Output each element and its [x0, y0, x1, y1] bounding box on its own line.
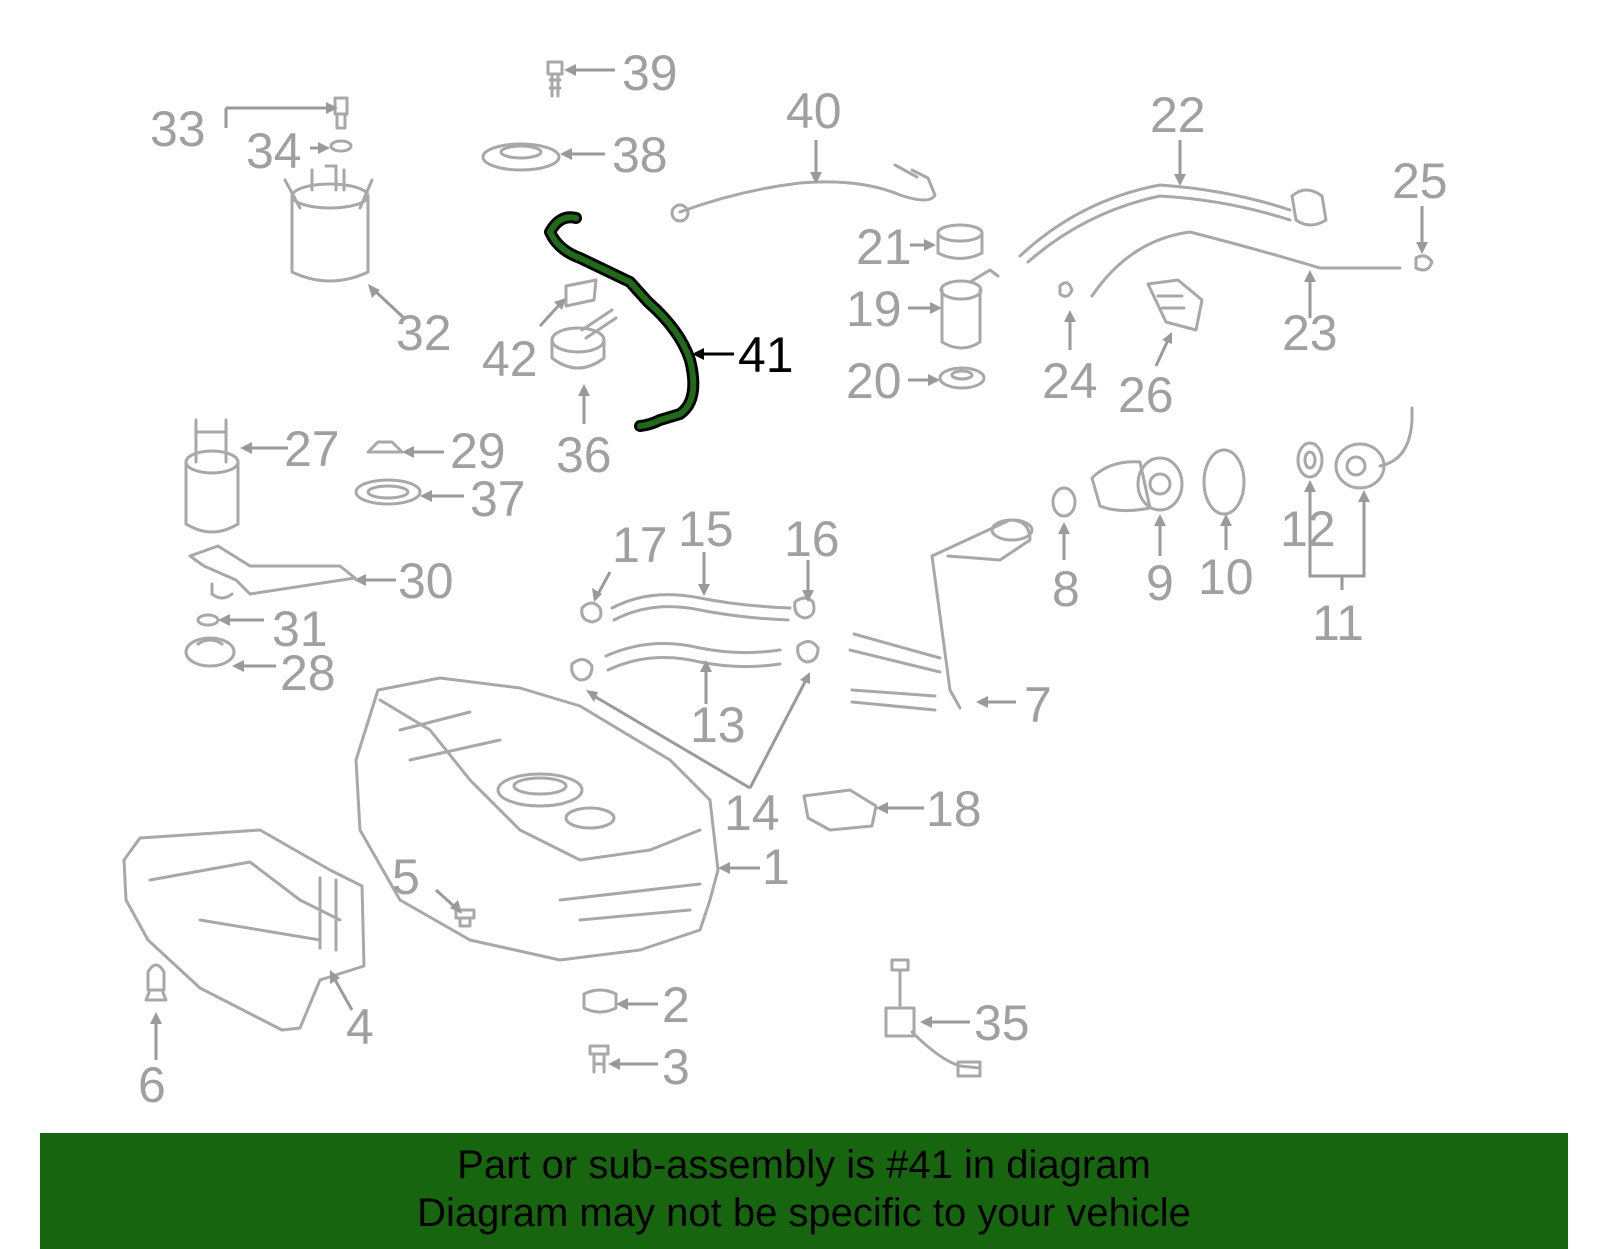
- callout-26: 26: [1118, 367, 1174, 423]
- part-25-clip: [1414, 254, 1434, 272]
- callout-6: 6: [138, 1057, 166, 1113]
- part-14-clamps: [570, 640, 820, 682]
- part-38-gasket: [481, 142, 561, 172]
- callout-27: 27: [284, 421, 340, 477]
- part-10-gasket: [1202, 448, 1246, 516]
- part-21-cap: [936, 223, 984, 260]
- part-5-clip: [454, 908, 476, 928]
- part-28-sensor: [184, 636, 236, 668]
- part-2-bumper: [582, 988, 618, 1014]
- part-22-hose: [1018, 183, 1328, 264]
- part-31-o-ring: [196, 613, 220, 627]
- callout-38: 38: [612, 127, 668, 183]
- callout-37: 37: [470, 471, 526, 527]
- leader-lines: [150, 64, 1428, 1070]
- part-9-housing: [1090, 456, 1184, 513]
- callout-34: 34: [246, 123, 302, 179]
- part-8-o-ring: [1051, 486, 1077, 518]
- part-1-fuel-tank: [354, 676, 720, 962]
- callout-8: 8: [1052, 561, 1080, 617]
- part-33-fitting: [329, 96, 353, 153]
- callout-23: 23: [1282, 305, 1338, 361]
- callout-1: 1: [762, 839, 790, 895]
- callout-19: 19: [846, 281, 902, 337]
- callout-17: 17: [612, 517, 668, 573]
- callout-42: 42: [482, 331, 538, 387]
- callout-39: 39: [622, 45, 678, 101]
- part-40-hose: [670, 163, 937, 223]
- part-12-grommet: [1296, 441, 1324, 479]
- callout-4: 4: [346, 999, 374, 1055]
- part-41-hose-highlighted[interactable]: [544, 211, 700, 432]
- callout-11: 11: [1312, 595, 1364, 651]
- part-42-pad: [564, 278, 598, 308]
- part-15-hose: [610, 593, 792, 622]
- callout-13: 13: [690, 697, 746, 753]
- callout-16: 16: [784, 511, 840, 567]
- callout-labels: 39 38 33 34 32 40 22 25 21 19 20 23 24 2…: [138, 45, 1448, 1113]
- part-39-bolt: [546, 60, 564, 98]
- part-27-pump: [184, 418, 240, 534]
- part-29-cap: [366, 440, 404, 454]
- callout-32: 32: [396, 305, 452, 361]
- part-18-protector: [802, 788, 878, 832]
- callout-14: 14: [724, 785, 780, 841]
- callout-30: 30: [398, 553, 454, 609]
- part-30-bracket: [188, 544, 357, 600]
- callout-35: 35: [974, 995, 1030, 1051]
- part-17-clamp: [580, 601, 603, 624]
- callout-41-highlighted: 41: [738, 327, 794, 383]
- callout-40: 40: [786, 83, 842, 139]
- part-11-fuel-cap: [1334, 406, 1414, 490]
- part-35-fuel-sender: [884, 958, 982, 1078]
- callout-25: 25: [1392, 153, 1448, 209]
- part-19-valve: [939, 268, 1000, 350]
- part-36-pump-assembly: [550, 308, 618, 370]
- part-23-tube: [1090, 230, 1402, 298]
- part-32-fuel-filter: [283, 164, 374, 283]
- callout-5: 5: [392, 849, 420, 905]
- callout-33: 33: [150, 101, 206, 157]
- callout-31: 31: [272, 601, 328, 657]
- part-16-clamp: [793, 596, 816, 620]
- callout-12: 12: [1280, 501, 1336, 557]
- callout-3: 3: [662, 1039, 690, 1095]
- part-4-shield: [122, 828, 366, 1032]
- callout-15: 15: [678, 501, 734, 557]
- callout-29: 29: [450, 423, 506, 479]
- banner-line-part-number: Part or sub-assembly is #41 in diagram: [457, 1143, 1151, 1187]
- callout-22: 22: [1150, 87, 1206, 143]
- part-3-bolt: [588, 1044, 610, 1074]
- info-banner: Part or sub-assembly is #41 in diagram D…: [40, 1133, 1568, 1249]
- part-6-clip: [144, 963, 168, 1002]
- part-26-bracket: [1146, 278, 1204, 332]
- part-13-hose: [604, 642, 782, 672]
- callout-20: 20: [846, 353, 902, 409]
- callout-21: 21: [856, 219, 912, 275]
- callout-24: 24: [1042, 353, 1098, 409]
- callout-2: 2: [662, 977, 690, 1033]
- banner-line-disclaimer: Diagram may not be specific to your vehi…: [417, 1191, 1191, 1235]
- part-7-filler-pipe: [848, 518, 1034, 712]
- callout-9: 9: [1146, 555, 1174, 611]
- callout-7: 7: [1024, 677, 1052, 733]
- callout-10: 10: [1198, 549, 1254, 605]
- callout-28: 28: [280, 645, 336, 701]
- part-37-ring: [354, 478, 422, 506]
- callout-18: 18: [926, 781, 982, 837]
- part-24-clip: [1058, 281, 1074, 298]
- callout-36: 36: [556, 427, 612, 483]
- part-20-grommet: [938, 366, 986, 390]
